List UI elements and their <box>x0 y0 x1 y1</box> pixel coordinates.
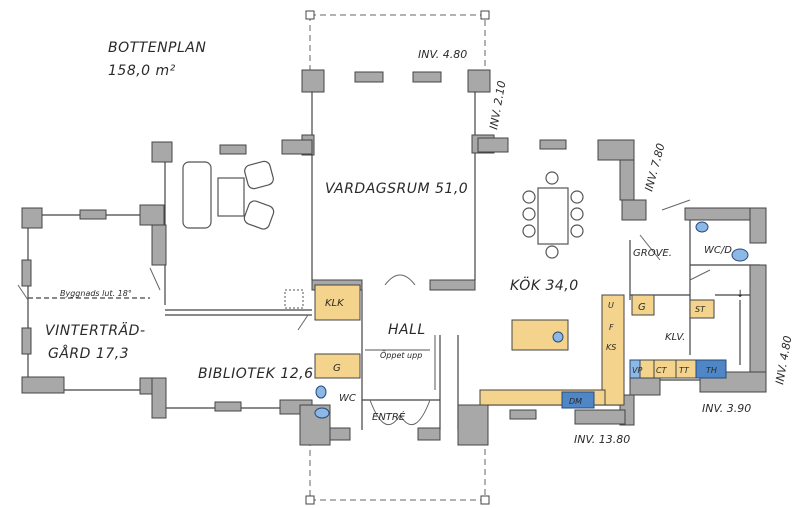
fixture-dm: DM <box>569 397 582 406</box>
plan-area: 158,0 m² <box>108 63 176 79</box>
dim-bottom-right: INV. 3.90 <box>702 402 751 415</box>
room-vintertradgard-line1: VINTERTRÄD- <box>45 321 146 339</box>
dim-top: INV. 4.80 <box>418 48 467 61</box>
plan-title: BOTTENPLAN <box>108 40 206 56</box>
fixture-tt: TT <box>679 366 690 375</box>
sofa-group <box>182 160 275 230</box>
room-wc: WC <box>339 393 356 404</box>
fixture-vp: VP <box>632 366 642 375</box>
room-bibliotek: BIBLIOTEK 12,6 <box>198 366 314 382</box>
arrow-mark: ↓ <box>736 289 744 300</box>
fixture-f: F <box>609 323 614 332</box>
fixture-ct: CT <box>656 366 668 375</box>
terrace-corners <box>305 10 490 505</box>
room-klv: KLV. <box>665 332 685 343</box>
fixture-ks: KS <box>606 343 616 352</box>
fixture-g-kitchen: G <box>638 302 646 313</box>
stair <box>284 289 436 390</box>
room-klk: KLK <box>325 298 345 309</box>
room-entre: ENTRÉ <box>372 410 406 423</box>
room-hall: HALL <box>388 322 426 338</box>
room-wcd: WC/D <box>704 245 732 256</box>
room-kok: KÖK 34,0 <box>510 276 579 294</box>
room-grovent: GROVE. <box>633 248 672 259</box>
fixture-g-hall: G <box>333 363 341 374</box>
fixture-u: U <box>608 301 614 310</box>
dim-right-upper: INV. 7.80 <box>642 142 667 193</box>
stair-note: Öppet upp <box>380 350 422 360</box>
walls <box>21 69 767 446</box>
appliances <box>561 359 727 409</box>
fixture-th: TH <box>706 366 717 375</box>
fixture-st: ST <box>695 305 706 314</box>
sanitary-fixtures <box>314 221 749 419</box>
room-vardagsrum: VARDAGSRUM 51,0 <box>325 181 468 197</box>
roof-slope-note: Byggnads lut. 18° <box>60 289 132 298</box>
dim-bottom: INV. 13.80 <box>574 433 630 446</box>
dim-right-side: INV. 4.80 <box>773 335 794 386</box>
door-swings <box>17 199 711 426</box>
room-vintertradgard-line2: GÅRD 17,3 <box>48 345 129 362</box>
dining-table <box>522 171 584 259</box>
